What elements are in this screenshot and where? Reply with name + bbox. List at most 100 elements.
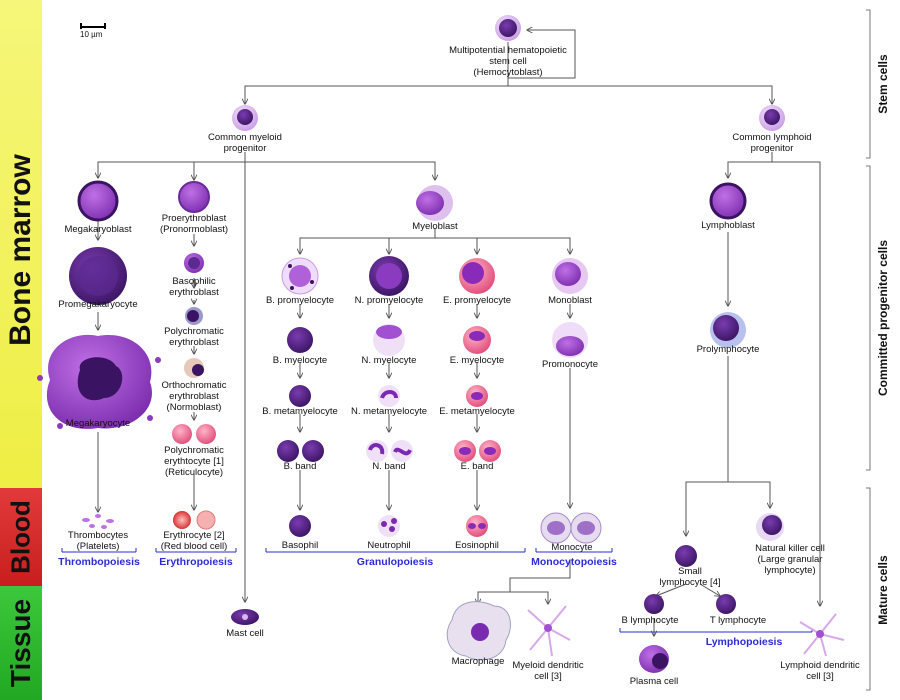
caption-proerythroblast: Proerythroblast (Pronormoblast): [159, 213, 229, 235]
cell-b-metamyelocyte: [289, 385, 311, 407]
process-erythropoiesis: Erythropoiesis: [159, 556, 233, 568]
caption-b-band: B. band: [283, 461, 317, 472]
caption-lymphoid-dendritic: Lymphoid dendritic cell [3]: [780, 660, 860, 682]
cell-thrombocytes: [82, 514, 114, 529]
cell-clp: [759, 105, 785, 131]
cell-myeloblast: [416, 185, 453, 221]
cell-promegakaryocyte: [69, 247, 127, 305]
caption-prolymphocyte: Prolymphocyte: [696, 344, 760, 355]
cell-basophilic-erythroblast: [184, 253, 204, 273]
caption-b-promyelocyte: B. promyelocyte: [265, 295, 335, 306]
tissue-band: [0, 586, 42, 700]
scale-bar-label: 10 µm: [80, 30, 103, 39]
cell-megakaryoblast: [77, 180, 119, 222]
caption-n-promyelocyte: N. promyelocyte: [354, 295, 424, 306]
caption-t-lymphocyte: T lymphocyte: [709, 615, 767, 626]
bone-marrow-band: [0, 0, 42, 488]
caption-e-band: E. band: [460, 461, 494, 472]
blood-band: [0, 488, 42, 586]
caption-myeloid-dendritic: Myeloid dendritic cell [3]: [512, 660, 584, 682]
cell-e-band: [454, 440, 501, 462]
caption-n-band: N. band: [372, 461, 406, 472]
caption-cmp: Common myeloid progenitor: [208, 132, 282, 154]
cell-b-myelocyte: [287, 327, 313, 353]
cell-nk-cell: [756, 513, 784, 541]
process-lymphopoiesis: Lymphopoiesis: [705, 636, 783, 648]
cell-e-myelocyte: [463, 326, 491, 354]
process-granulopoiesis: Granulopoiesis: [356, 556, 434, 568]
caption-monocyte: Monocyte: [551, 542, 593, 553]
caption-thrombocytes: Thrombocytes (Platelets): [67, 530, 129, 552]
caption-nk-cell: Natural killer cell (Large granular lymp…: [755, 543, 825, 576]
cell-lymphoid-dendritic: [799, 613, 845, 657]
caption-n-myelocyte: N. myelocyte: [361, 355, 417, 366]
caption-clp: Common lymphoid progenitor: [732, 132, 812, 154]
cell-megakaryocyte: [37, 334, 161, 429]
cell-basophil: [289, 515, 311, 537]
cell-n-band: [366, 440, 413, 462]
caption-b-lymphocyte: B lymphocyte: [621, 615, 679, 626]
caption-promonocyte: Promonocyte: [542, 359, 598, 370]
cell-b-band: [277, 440, 324, 462]
cell-mast-cell: [231, 609, 259, 625]
caption-e-promyelocyte: E. promyelocyte: [442, 295, 512, 306]
process-monocytopoiesis: Monocytopoiesis: [531, 556, 617, 568]
caption-basophil: Basophil: [281, 540, 319, 551]
cell-monoblast: [552, 258, 588, 294]
caption-macrophage: Macrophage: [451, 656, 505, 667]
cell-b-lymphocyte: [644, 594, 664, 614]
caption-eosinophil: Eosinophil: [455, 540, 499, 551]
cell-prolymphocyte: [710, 312, 746, 348]
caption-megakaryocyte: Megakaryocyte: [65, 418, 131, 429]
cell-orthochromatic-erythroblast: [184, 358, 204, 378]
cell-monocyte: [540, 512, 602, 544]
cell-myeloid-dendritic: [527, 605, 571, 657]
cell-erythrocyte: [173, 510, 216, 530]
cell-hsc: [495, 15, 521, 41]
caption-basophilic-erythroblast: Basophilic erythroblast: [169, 276, 219, 298]
cell-lymphoblast: [709, 182, 747, 220]
caption-polychromatic-erythroblast: Polychromatic erythroblast: [164, 326, 224, 348]
caption-lymphoblast: Lymphoblast: [701, 220, 755, 231]
scale-bar: 10 µm: [80, 23, 106, 39]
caption-myeloblast: Myeloblast: [412, 221, 458, 232]
caption-mast-cell: Mast cell: [226, 628, 264, 639]
caption-hsc: Multipotential hematopoietic stem cell (…: [449, 45, 567, 78]
cell-reticulocyte: [172, 424, 216, 444]
caption-erythrocyte: Erythrocyte [2] (Red blood cell): [160, 530, 228, 552]
cell-b-promyelocyte: [281, 257, 319, 295]
side-label-mature-cells: Mature cells: [876, 555, 890, 625]
cell-plasma-cell: [639, 645, 669, 673]
cell-promonocyte: [552, 322, 588, 358]
cell-neutrophil: [378, 515, 400, 537]
cell-eosinophil: [466, 515, 488, 537]
caption-monoblast: Monoblast: [548, 295, 592, 306]
caption-e-metamyelocyte: E. metamyelocyte: [439, 406, 515, 417]
caption-b-myelocyte: B. myelocyte: [272, 355, 328, 366]
process-thrombopoiesis: Thrombopoiesis: [58, 556, 140, 568]
caption-reticulocyte: Polychromatic erythtocyte [1] (Reticuloc…: [164, 445, 224, 478]
side-label-stem-cells: Stem cells: [876, 54, 890, 114]
scale-bar-line: [80, 23, 106, 29]
caption-promegakaryocyte: Promegakaryocyte: [58, 299, 138, 310]
caption-b-metamyelocyte: B. metamyelocyte: [262, 406, 338, 417]
cell-n-myelocyte: [373, 324, 405, 356]
cell-proerythroblast: [178, 181, 210, 213]
cell-polychromatic-erythroblast: [185, 307, 203, 325]
caption-megakaryoblast: Megakaryoblast: [64, 224, 132, 235]
cell-macrophage: [446, 601, 511, 661]
cell-n-metamyelocyte: [378, 385, 400, 407]
caption-plasma-cell: Plasma cell: [629, 676, 679, 687]
caption-neutrophil: Neutrophil: [367, 540, 411, 551]
caption-orthochromatic-erythroblast: Orthochromatic erythroblast (Normoblast): [161, 380, 227, 413]
cell-t-lymphocyte: [716, 594, 736, 614]
connectors: [61, 9, 871, 691]
cell-cmp: [232, 105, 258, 131]
cell-small-lymphocyte: [675, 545, 697, 567]
caption-e-myelocyte: E. myelocyte: [449, 355, 505, 366]
cell-e-metamyelocyte: [466, 385, 488, 407]
caption-n-metamyelocyte: N. metamyelocyte: [350, 406, 428, 417]
cell-e-promyelocyte: [459, 258, 495, 294]
